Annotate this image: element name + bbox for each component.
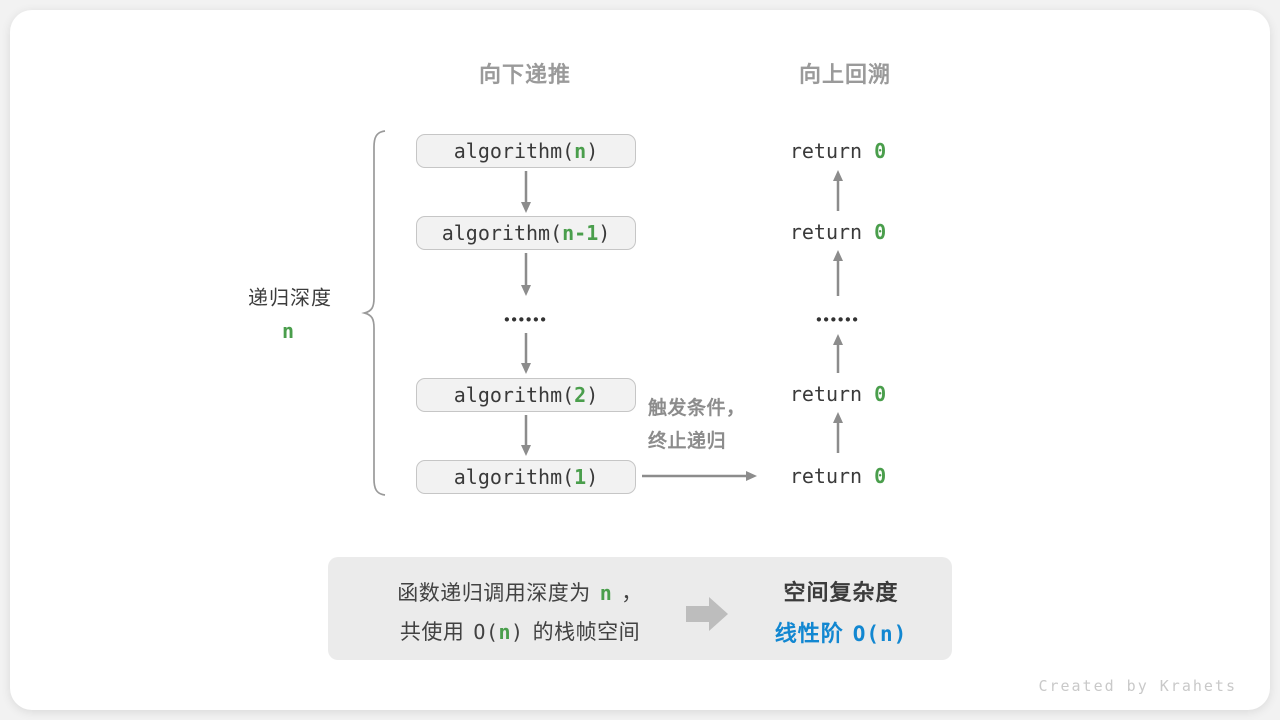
ellipsis-right: ••••••	[816, 311, 860, 329]
call-text: algorithm(	[441, 221, 563, 245]
call-box-2: algorithm(2)	[416, 378, 636, 412]
call-text: algorithm(	[453, 465, 575, 489]
recursion-depth-label: 递归深度	[248, 287, 332, 310]
return-keyword: return	[789, 464, 863, 488]
return-keyword: return	[789, 382, 863, 406]
call-text-close: )	[598, 221, 611, 245]
return-keyword: return	[789, 139, 863, 163]
watermark: Created by Krahets	[1038, 677, 1237, 695]
summary-line2-text: 共使用	[399, 621, 465, 644]
summary-line1: 函数递归调用深度为 n ，	[397, 577, 643, 607]
summary-line1-text: 函数递归调用深度为	[397, 582, 591, 605]
call-box-n: algorithm(n)	[416, 134, 636, 168]
result-formula: O(n)	[852, 622, 908, 646]
return-row: return 0	[790, 382, 886, 406]
summary-line2: 共使用 O(n) 的栈帧空间	[400, 616, 640, 646]
call-box-n-1: algorithm(n-1)	[416, 216, 636, 250]
summary-line2-rest: 的栈帧空间	[532, 621, 641, 644]
return-row: return 0	[790, 220, 886, 244]
summary-formula-close: )	[511, 620, 524, 644]
ellipsis-left: ••••••	[504, 311, 548, 329]
return-keyword: return	[789, 220, 863, 244]
call-text-close: )	[586, 383, 599, 407]
call-text-close: )	[586, 465, 599, 489]
header-downward-recursion: 向下递推	[478, 62, 572, 87]
call-text: algorithm(	[453, 383, 575, 407]
call-arg: 1	[574, 465, 587, 489]
summary-line1-var: n	[599, 581, 613, 605]
space-complexity-title: 空间复杂度	[783, 580, 899, 605]
result-label: 线性阶	[774, 621, 844, 646]
summary-formula-open: O(	[473, 620, 499, 644]
call-box-1: algorithm(1)	[416, 460, 636, 494]
recursion-depth-value: n	[281, 319, 295, 343]
call-arg: 2	[574, 383, 587, 407]
return-value: 0	[874, 464, 887, 488]
call-text: algorithm(	[453, 139, 575, 163]
return-row: return 0	[790, 139, 886, 163]
return-value: 0	[874, 220, 887, 244]
call-arg: n	[574, 139, 587, 163]
space-complexity-result: 线性阶 O(n)	[775, 616, 908, 648]
summary-line1-punct: ，	[621, 582, 643, 605]
summary-formula-var: n	[498, 620, 512, 644]
call-text-close: )	[586, 139, 599, 163]
header-upward-backtracking: 向上回溯	[798, 62, 892, 87]
return-value: 0	[874, 382, 887, 406]
summary-panel	[328, 557, 952, 660]
trigger-line2: 终止递归	[648, 431, 727, 452]
return-row: return 0	[790, 464, 886, 488]
call-arg: n-1	[562, 221, 599, 245]
return-value: 0	[874, 139, 887, 163]
trigger-line1: 触发条件，	[648, 398, 746, 419]
trigger-note: 触发条件， 终止递归	[648, 392, 746, 458]
